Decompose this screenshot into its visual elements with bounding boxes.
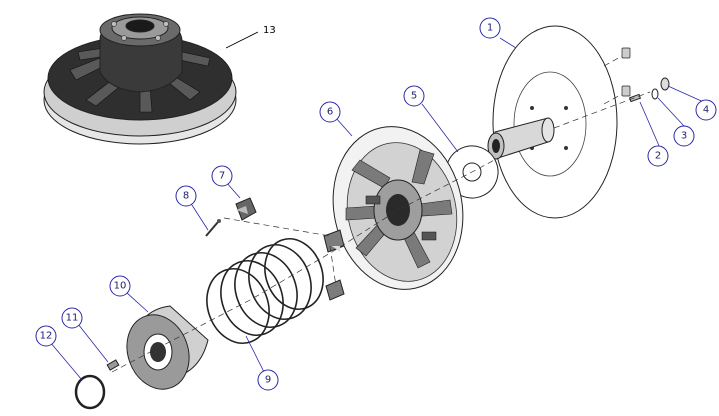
part-8-screw — [205, 219, 221, 237]
callout-7: 7 — [211, 165, 233, 187]
callout-9-label: 9 — [265, 375, 271, 386]
callout-3: 3 — [673, 125, 695, 147]
callout-8: 8 — [175, 185, 197, 207]
part-1-fixed-sheave — [487, 25, 618, 219]
assembly-13: 13 — [43, 13, 276, 145]
callout-5: 5 — [403, 85, 425, 107]
part-12-snap-ring — [74, 374, 106, 410]
callout-4: 4 — [695, 99, 717, 121]
callout-11-label: 11 — [66, 313, 79, 324]
callout-8-label: 8 — [183, 191, 189, 202]
part-11-pin — [106, 359, 120, 371]
callout-10: 10 — [109, 275, 131, 297]
callout-3-label: 3 — [681, 131, 687, 142]
callout-1-label: 1 — [487, 23, 493, 34]
assembly-13-label: 13 — [263, 25, 276, 36]
ramp-buttons — [323, 229, 345, 301]
callout-6: 6 — [319, 101, 341, 123]
part-3-washer — [651, 88, 659, 100]
part-6-movable-sheave — [332, 126, 464, 290]
part-9-spring — [206, 238, 324, 344]
callout-12: 12 — [35, 325, 57, 347]
callout-6-label: 6 — [327, 107, 333, 118]
callout-12-label: 12 — [40, 331, 53, 342]
callout-4-label: 4 — [703, 105, 709, 116]
callout-7-label: 7 — [219, 171, 225, 182]
callout-5-label: 5 — [411, 91, 417, 102]
part-4-nut — [660, 77, 670, 91]
callout-1: 1 — [479, 17, 501, 39]
part-2-pin — [628, 93, 642, 103]
callout-11: 11 — [61, 307, 83, 329]
assembly-axes — [111, 91, 651, 373]
callout-2-label: 2 — [655, 151, 661, 162]
leader-13 — [225, 31, 259, 49]
callout-2: 2 — [647, 145, 669, 167]
part-10-spring-cap — [126, 305, 209, 390]
callout-10-label: 10 — [114, 281, 127, 292]
part-7-roller — [235, 197, 257, 221]
disc-bolts — [621, 47, 631, 97]
callout-9: 9 — [257, 369, 279, 391]
